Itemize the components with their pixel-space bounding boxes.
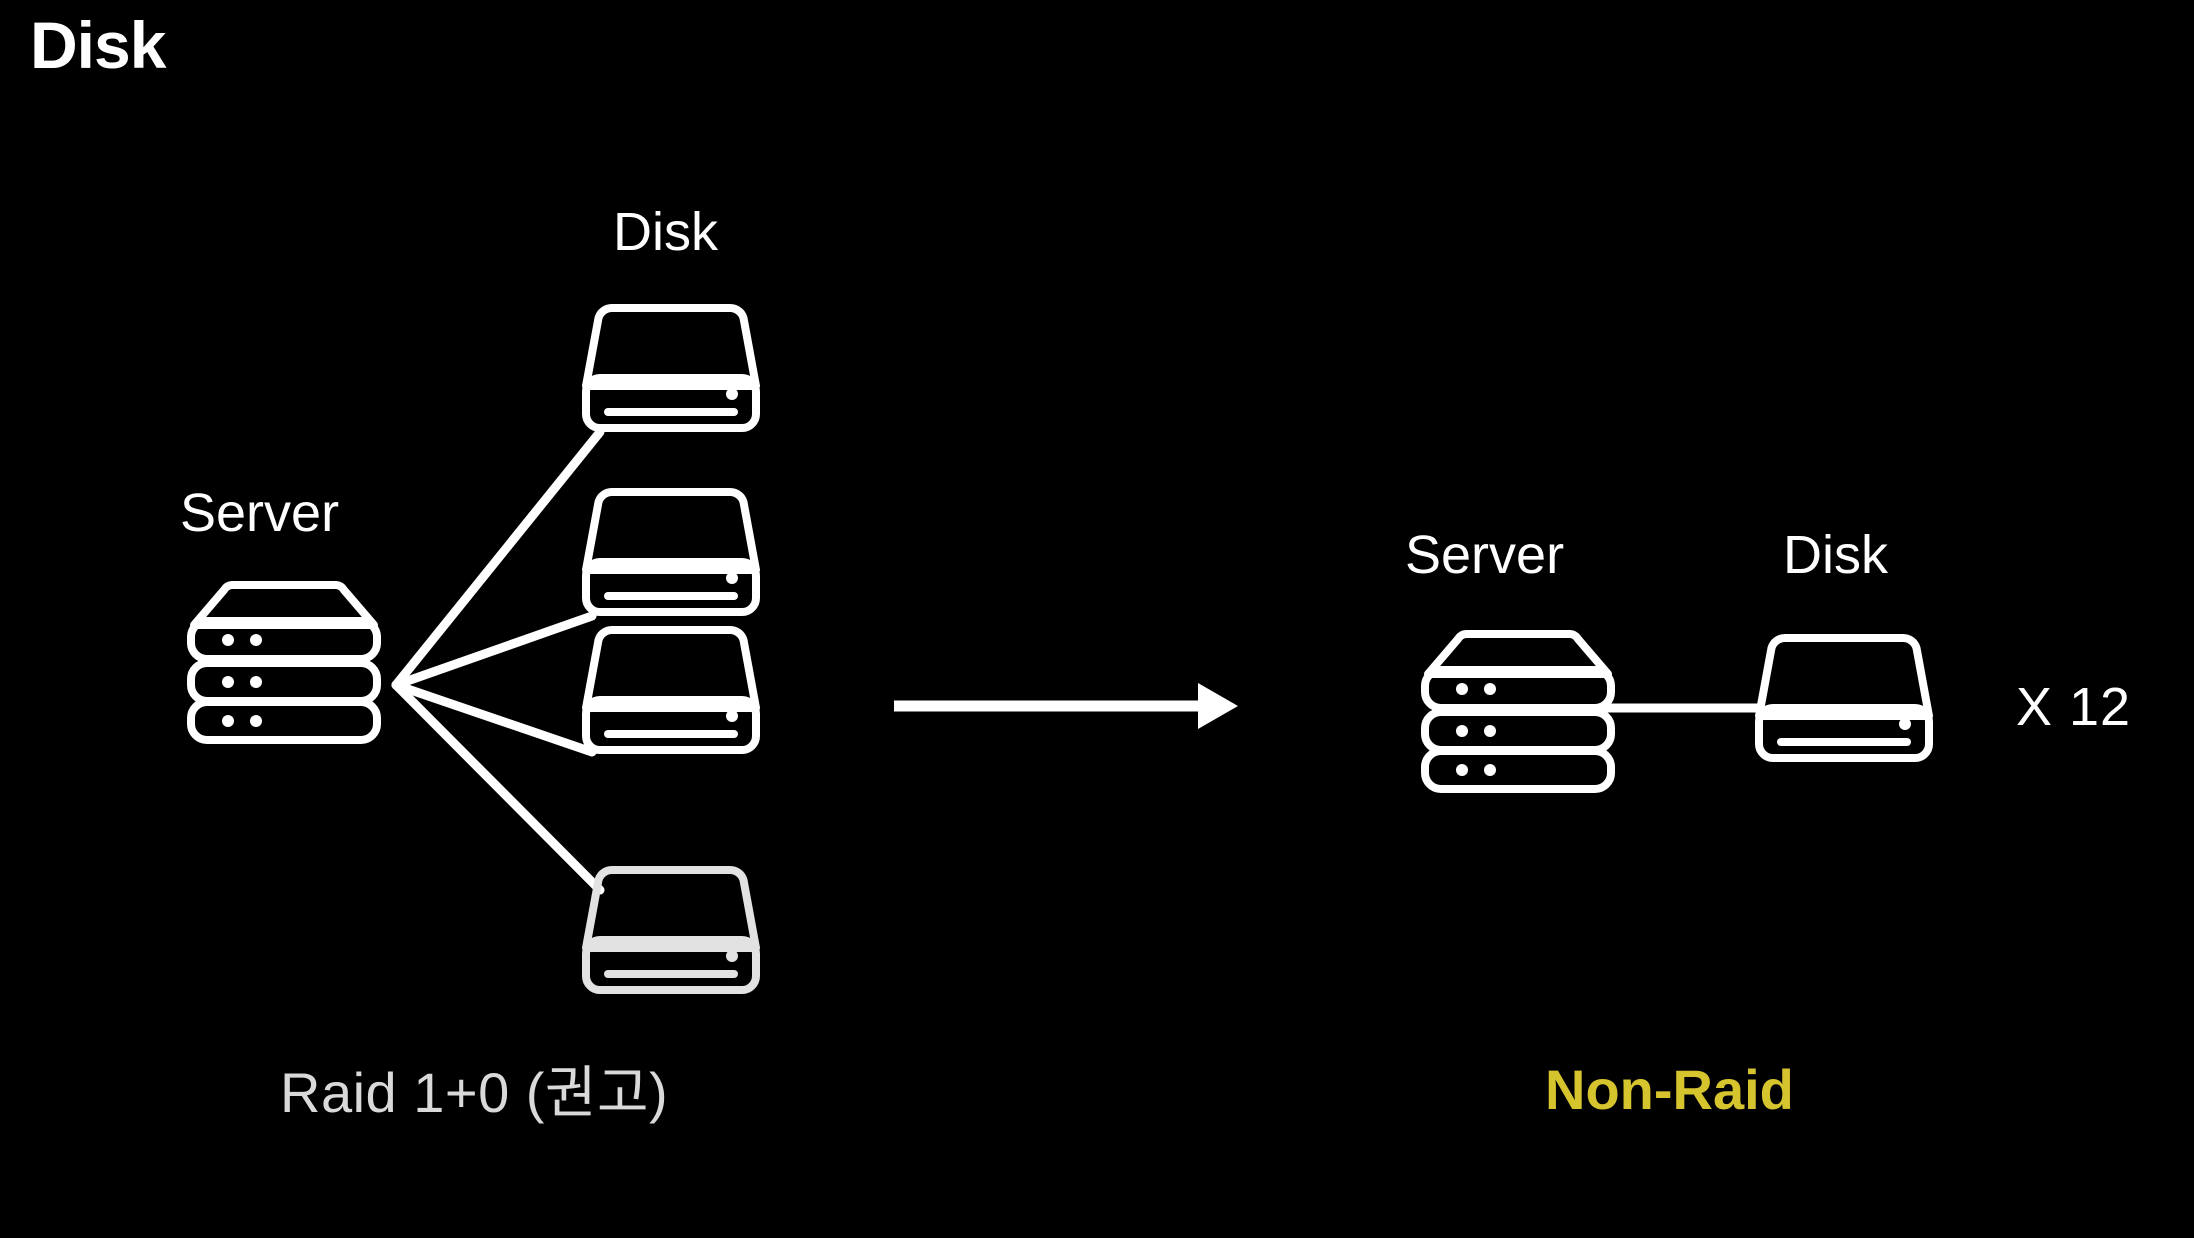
left-disk-label: Disk [613,202,718,262]
disk-icon [1755,630,1933,765]
right-server-label: Server [1405,525,1565,585]
disk-icon [582,622,760,757]
disk-icon [582,862,760,997]
left-server-label: Server [180,483,340,543]
right-group-caption: Non-Raid [1545,1058,1794,1121]
server-icon [1420,627,1616,795]
left-group-caption: Raid 1+0 (권고) [280,1061,669,1124]
right-disk-label: Disk [1783,525,1888,585]
page-title: Disk [30,8,166,82]
server-icon [186,578,382,746]
disk-icon [582,484,760,619]
disk-multiplier-label: X 12 [2016,677,2132,737]
arrow-right-icon [890,675,1242,737]
disk-icon [582,300,760,435]
